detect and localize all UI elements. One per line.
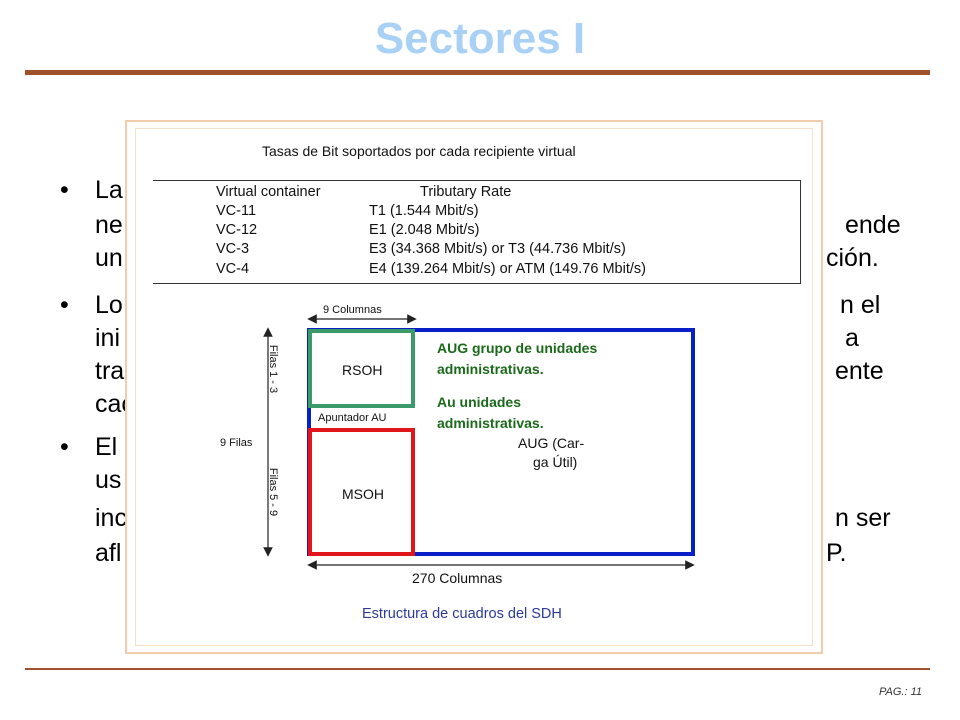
msoh-box [308,428,415,556]
slide-title: Sectores I [374,14,586,63]
page-number: PAG.: 11 [878,686,922,698]
bullet-3-line-4: afl [95,539,122,567]
table-cell: T1 (1.544 Mbit/s) [369,203,479,219]
bullet-3-right-1: n ser [835,504,891,532]
rsoh-label: RSOH [342,362,383,378]
title-divider [25,70,930,75]
bullet-3-line-3: inc [95,504,127,532]
bullet-2-line-2: ini [95,324,121,352]
table-cell: E1 (2.048 Mbit/s) [369,222,480,238]
au-note-line-1: Au unidades [437,394,522,410]
rsoh-box [308,329,415,408]
bullet-1-line-1: La [95,176,123,204]
rows-5-9-label: Filas 5 - 9 [267,467,280,517]
pointer-label: Apuntador AU [318,412,387,424]
table-cell: E3 (34.368 Mbit/s) or T3 (44.736 Mbit/s) [369,241,626,257]
aug-note-line-1: AUG grupo de unidades [437,340,598,356]
au-note-line-2: administrativas. [437,415,544,431]
table-title: Tasas de Bit soportados por cada recipie… [262,143,576,159]
sdh-frame-diagram [263,314,695,570]
msoh-label: MSOH [342,486,384,502]
bullet-dot: • [60,291,69,319]
bullet-1-right-2: ción. [826,244,879,272]
table-header-rate: Tributary Rate [420,184,512,200]
rates-table [153,180,801,284]
columns-9-label: 9 Columnas [323,304,382,316]
bullet-3-right-2: P. [826,539,847,567]
footer-divider [25,668,930,670]
bullet-1-line-2: ne [95,211,123,239]
rows-9-label: 9 Filas [220,437,253,449]
bullet-3-line-2: us [95,466,122,494]
table-cell: VC-12 [216,222,258,238]
table-cell: E4 (139.264 Mbit/s) or ATM (149.76 Mbit/… [369,261,646,277]
aug-note-line-2: administrativas. [437,361,544,377]
figure-inner-border [135,128,813,646]
bullet-2-line-3: tra [95,357,125,385]
table-cell: VC-4 [216,261,250,277]
bullet-dot: • [60,176,69,204]
table-header-container: Virtual container [216,184,321,200]
bullet-2-right-3: ente [835,357,884,385]
table-cell: VC-11 [216,203,257,219]
bullet-dot: • [60,433,69,461]
rows-1-3-label: Filas 1 - 3 [267,344,280,394]
payload-label-line-2: ga Útil) [533,454,578,470]
bullet-2-right-2: a [845,324,859,352]
columns-270-label: 270 Columnas [412,570,503,586]
bullet-3-line-1: El [95,433,118,461]
bullet-1-right-1: ende [845,211,901,239]
payload-label-line-1: AUG (Car- [518,435,585,451]
table-cell: VC-3 [216,241,250,257]
bullet-1-line-3: un [95,244,123,272]
bullet-2-right-1: n el [840,291,881,319]
bullet-2-line-1: Lo [95,291,123,319]
figure-caption: Estructura de cuadros del SDH [362,606,562,622]
